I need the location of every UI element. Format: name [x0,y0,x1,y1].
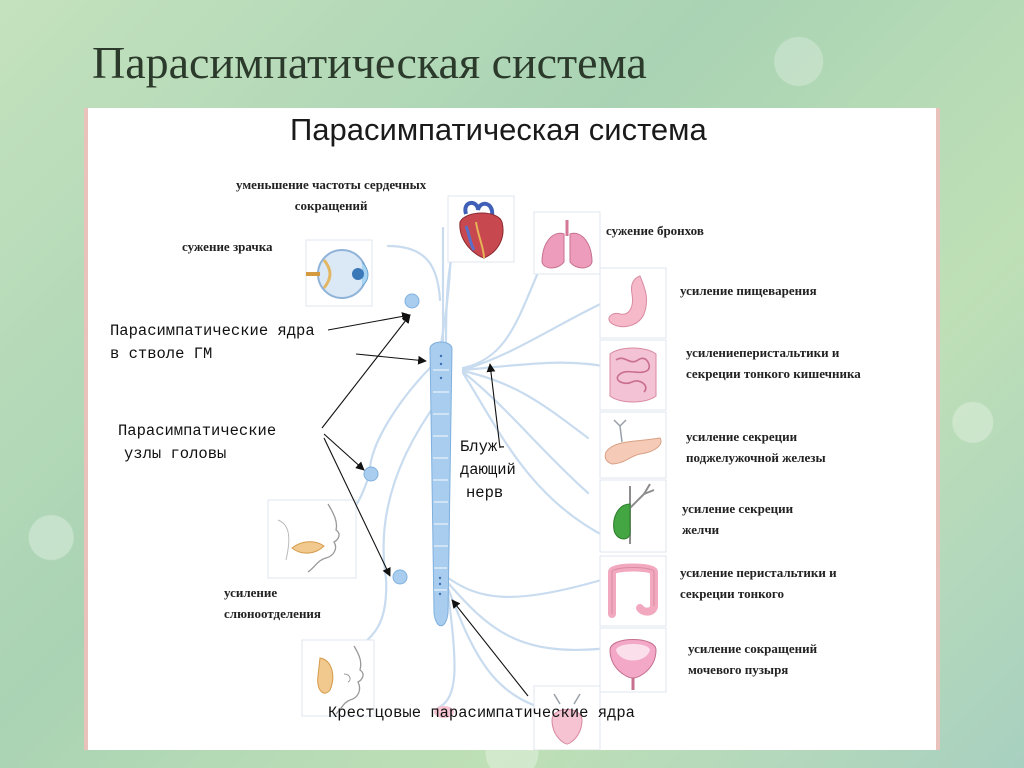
vagus-nerve-line-2: дающий [460,461,516,479]
bile-effect-label: усиление секреции желчи [682,498,793,540]
annotation-arrows [321,312,529,697]
heart-effect-line-2: сокращений [294,198,368,213]
pupil-effect-label: сужение зрачка [182,239,273,254]
pelvic-gland-illustration [434,706,454,718]
lungs-illustration [533,211,601,275]
colon-illustration [599,555,667,627]
head-ganglia-label: Парасимпатические узлы головы [118,420,276,466]
mouth-illustration [267,499,357,579]
diagram-panel: Парасимпатическая система [84,108,940,750]
pelvic-organs-illustration [533,685,601,750]
spinal-cord [429,341,453,627]
intestine-effect-line-2: секреции тонкого кишечника [686,366,861,381]
pancreas-effect-line-1: усиление секреции [686,429,798,444]
vagus-nerve-line-3: нерв [466,484,504,502]
eye-illustration [305,239,373,307]
vagus-nerve-label: Блуж- дающий нерв [460,436,516,505]
bladder-effect-label: усиление сокращений мочевого пузыря [688,638,817,680]
gallbladder-illustration [599,479,667,553]
head-ganglia-line-2: узлы головы [124,445,227,463]
diagram-title: Парасимпатическая система [290,112,707,147]
brainstem-nuclei-line-2: в стволе ГМ [110,345,213,363]
small-intestine-illustration [599,339,667,411]
bladder-effect-line-2: мочевого пузыря [688,662,789,677]
nerve-branches [306,218,615,715]
digestion-effect-label: усиление пищеварения [680,283,817,298]
head-ganglia [363,293,420,585]
heart-effect-label: уменьшение частоты сердечных сокращений [236,174,426,216]
bile-effect-line-2: желчи [682,522,720,537]
colon-effect-line-1: усиление перистальтики и [680,565,837,580]
pancreas-illustration [599,411,667,479]
stomach-illustration [599,267,667,339]
nervous-system-diagram [267,195,667,750]
pancreas-effect-line-2: поджелужочной железы [686,450,826,465]
saliva-effect-label: усиление слюноотделения [224,582,321,624]
bladder-effect-line-1: усиление сокращений [688,641,818,656]
vagus-nerve-line-1: Блуж- [460,438,507,456]
intestine-effect-label: усилениеперистальтики и секреции тонкого… [686,342,861,384]
head-ganglia-line-1: Парасимпатические [118,422,277,440]
pancreas-effect-label: усиление секреции поджелужочной железы [686,426,826,468]
intestine-effect-line-1: усилениеперистальтики и [686,345,840,360]
heart-effect-line-1: уменьшение частоты сердечных [236,177,427,192]
brainstem-nuclei-label: Парасимпатические ядра в стволе ГМ [110,320,315,366]
saliva-effect-line-1: усиление [224,585,278,600]
brainstem-nuclei-line-1: Парасимпатические ядра [110,322,315,340]
bladder-illustration [599,627,667,693]
bronchi-effect-label: сужение бронхов [606,223,704,238]
bile-effect-line-1: усиление секреции [682,501,794,516]
sacral-nuclei-label: Крестцовые парасимпатические ядра [328,704,635,722]
colon-effect-label: усиление перистальтики и секреции тонког… [680,562,837,604]
colon-effect-line-2: секреции тонкого [680,586,785,601]
slide-title: Парасимпатическая система [92,37,647,88]
saliva-effect-line-2: слюноотделения [224,606,321,621]
face-glands-illustration [301,639,375,717]
heart-illustration [447,195,515,263]
